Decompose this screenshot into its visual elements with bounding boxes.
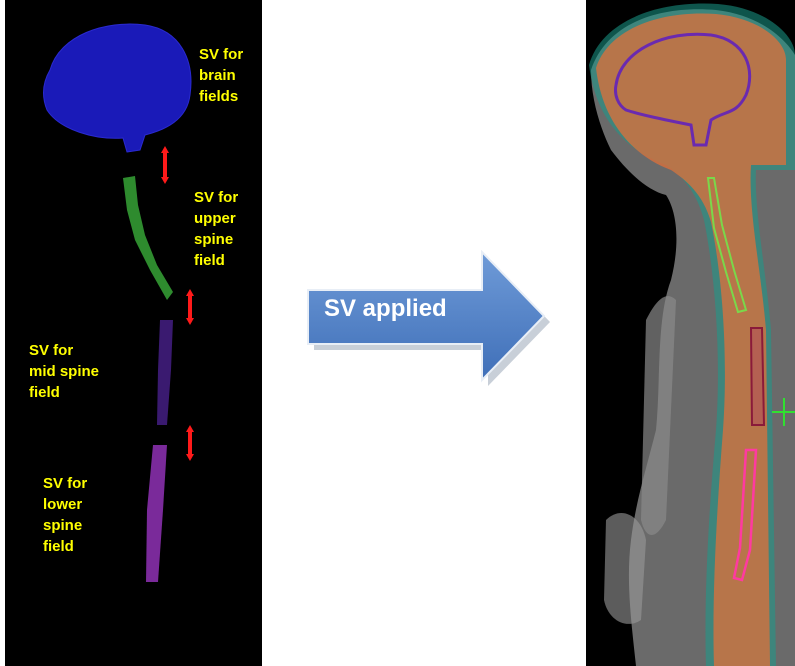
ct-sagittal-graphic bbox=[586, 0, 795, 666]
sv-applied-arrow: SV applied bbox=[300, 250, 550, 390]
label-lower-spine-field: SV for lower spine field bbox=[43, 473, 87, 557]
label-brain-fields: SV for brain fields bbox=[199, 44, 243, 107]
overlap-arrow-3 bbox=[186, 425, 194, 461]
mid-spine-sv-volume bbox=[157, 320, 173, 425]
sv-structures-panel: SV for brain fields SV for upper spine f… bbox=[5, 0, 262, 666]
overlap-arrow-2 bbox=[186, 289, 194, 325]
ct-sagittal-panel bbox=[586, 0, 795, 666]
lower-spine-sv-volume bbox=[146, 445, 167, 582]
mid-spine-contour bbox=[751, 328, 764, 425]
overlap-arrow-1 bbox=[161, 146, 169, 184]
upper-spine-sv-volume bbox=[123, 176, 173, 300]
label-upper-spine-field: SV for upper spine field bbox=[194, 187, 238, 271]
brain-sv-volume bbox=[43, 24, 190, 152]
label-mid-spine-field: SV for mid spine field bbox=[29, 340, 99, 403]
arrow-label: SV applied bbox=[324, 295, 447, 323]
